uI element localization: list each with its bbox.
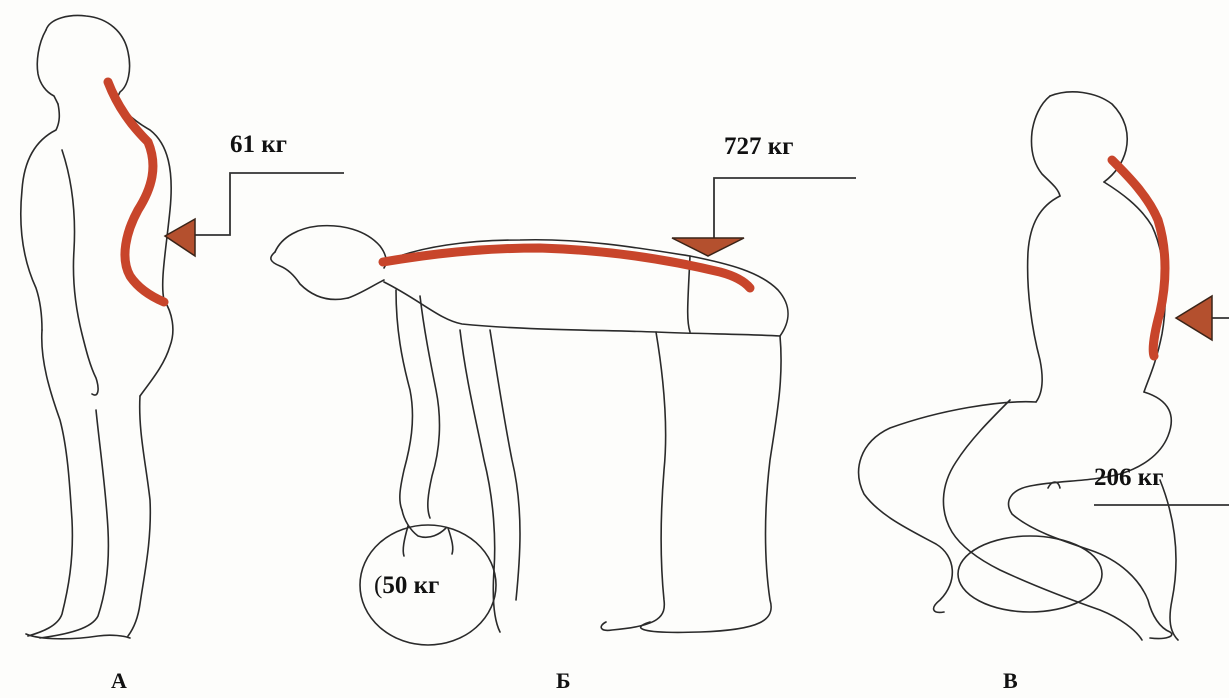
kettlebell-weight-label: (50 кг (374, 572, 439, 600)
load-label-c: 206 кг (1094, 464, 1164, 492)
load-pointer-a (165, 173, 344, 256)
panel-label-c: В (1003, 668, 1018, 694)
figure-bending (271, 226, 788, 645)
kettlebell-weight-text: 50 кг (382, 572, 439, 599)
arrow-a-icon (165, 219, 195, 256)
panel-label-b: Б (556, 668, 571, 694)
weight-on-floor (958, 536, 1102, 612)
load-pointer-b (672, 178, 856, 256)
load-label-b: 727 кг (724, 133, 794, 161)
figure-squatting (859, 92, 1178, 640)
figure-standing (21, 16, 173, 639)
arrow-c-icon (1176, 296, 1212, 340)
load-label-a: 61 кг (230, 131, 287, 159)
arrow-b-icon (672, 238, 744, 256)
panel-label-a: А (111, 668, 127, 694)
